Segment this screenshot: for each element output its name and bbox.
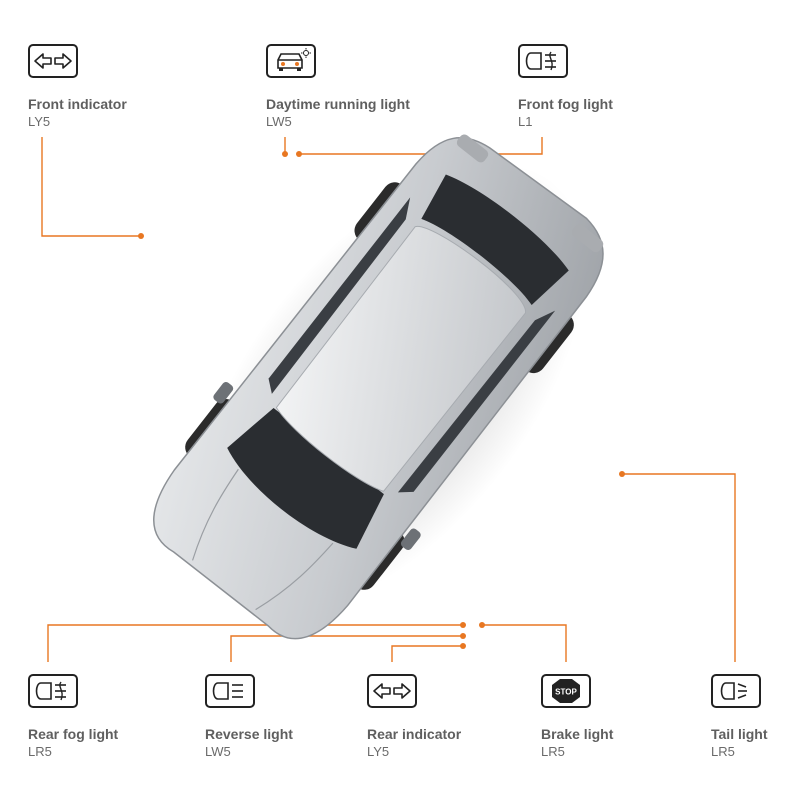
light-name: Rear fog light <box>28 726 119 742</box>
daytime-car-icon <box>266 44 316 78</box>
light-name: Brake light <box>541 726 614 742</box>
reverse-dot <box>460 633 466 639</box>
indicator-arrows-icon <box>367 674 417 708</box>
light-name: Front fog light <box>518 96 613 112</box>
front-indicator-label: Front indicator LY5 <box>28 44 127 129</box>
side-windows-right <box>397 310 556 493</box>
brake-dot <box>479 622 485 628</box>
light-name: Daytime running light <box>266 96 410 112</box>
reverse-light-label: Reverse light LW5 <box>205 674 293 759</box>
light-code: LR5 <box>28 744 52 759</box>
light-name: Reverse light <box>205 726 293 742</box>
daytime-dot <box>282 151 288 157</box>
right-tail-lamp <box>571 224 604 253</box>
reverse-connector <box>230 635 463 662</box>
tail-dot <box>619 471 625 477</box>
brake-light-label: STOP Brake light LR5 <box>541 674 613 759</box>
rear-window <box>421 174 569 306</box>
fog-light-icon <box>28 674 78 708</box>
light-code: LR5 <box>711 744 735 759</box>
stop-sign-icon: STOP <box>541 674 591 708</box>
light-code: LY5 <box>28 114 51 129</box>
light-code: LR5 <box>541 744 565 759</box>
brake-connector <box>482 624 567 662</box>
roof <box>275 226 527 492</box>
front-fog-light-label: Front fog light L1 <box>518 44 613 129</box>
rear-fog-dot <box>460 622 466 628</box>
stop-sign-text: STOP <box>555 688 577 697</box>
light-name: Rear indicator <box>367 726 462 742</box>
light-code: LY5 <box>367 744 390 759</box>
front-indicator-dot <box>138 233 144 239</box>
indicator-arrows-icon <box>28 44 78 78</box>
rear-fog-light-label: Rear fog light LR5 <box>28 674 118 759</box>
light-name: Front indicator <box>28 96 127 112</box>
fog-light-icon <box>518 44 568 78</box>
light-code: LW5 <box>266 114 292 129</box>
light-code: L1 <box>518 114 533 129</box>
front-fog-connector <box>299 137 543 155</box>
tail-light-icon <box>711 674 761 708</box>
daytime-running-light-label: Daytime running light LW5 <box>266 44 410 129</box>
tail-connector <box>623 473 736 662</box>
front-fog-dot <box>296 151 302 157</box>
headlight-icon <box>205 674 255 708</box>
side-windows-left <box>268 197 411 394</box>
left-mirror <box>213 382 234 404</box>
left-tail-lamp <box>456 134 489 163</box>
light-name: Tail light <box>711 726 768 742</box>
rear-indicator-label: Rear indicator LY5 <box>367 674 461 759</box>
right-mirror <box>400 528 421 551</box>
rear-indicator-connector <box>391 645 463 662</box>
front-indicator-connector <box>41 137 140 237</box>
windshield <box>227 407 384 549</box>
rear-indicator-dot <box>460 643 466 649</box>
light-code: LW5 <box>205 744 231 759</box>
tail-light-label: Tail light LR5 <box>711 674 768 759</box>
